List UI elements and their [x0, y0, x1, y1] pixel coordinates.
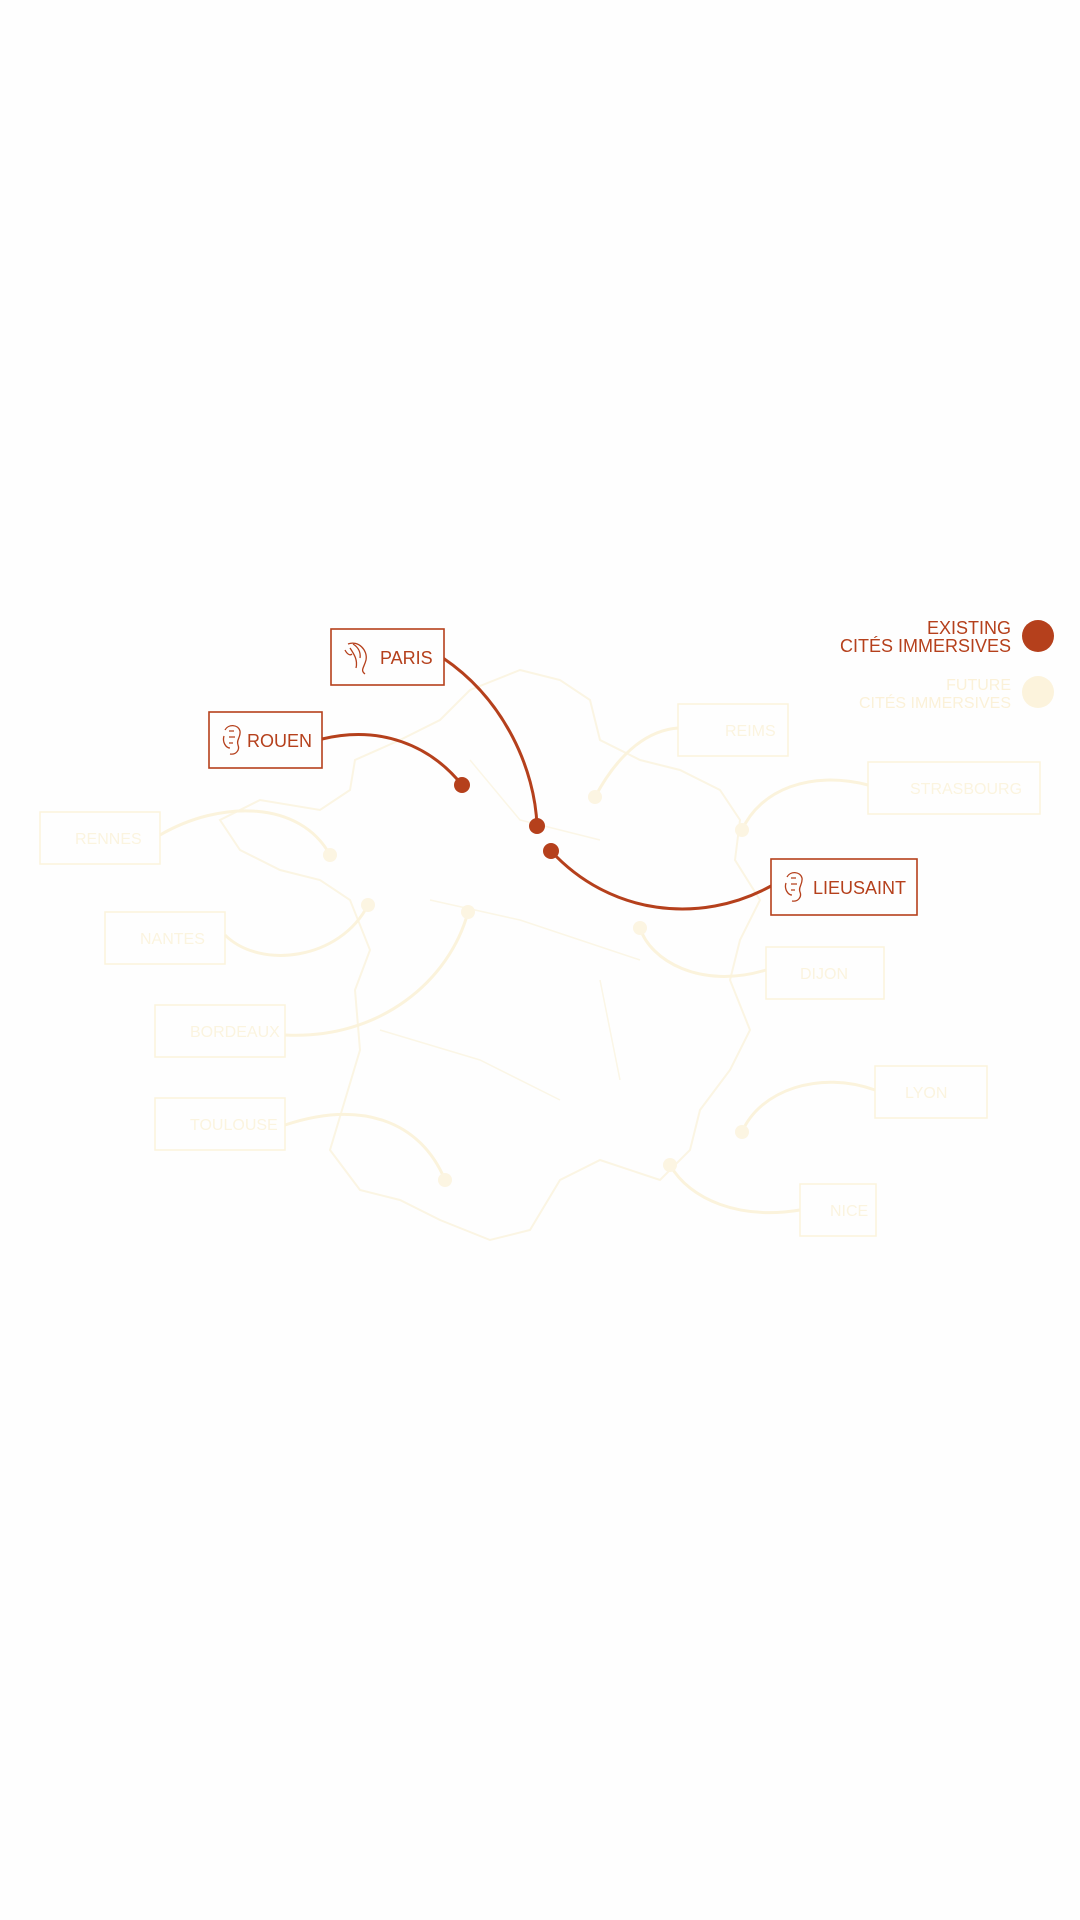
future-city-label: TOULOUSE	[190, 1117, 278, 1134]
future-city-dot	[735, 1125, 749, 1139]
future-city-dot	[323, 848, 337, 862]
future-city-labels: REIMS STRASBOURG RENNES NANTES DIJON BOR…	[75, 723, 1022, 1220]
future-connector	[159, 809, 332, 856]
future-connector	[740, 778, 869, 831]
future-city-box-nantes	[104, 911, 226, 965]
paris-connector	[442, 656, 539, 827]
future-city-label: LYON	[905, 1085, 947, 1102]
future-city-label: NICE	[830, 1203, 868, 1220]
paris-dot	[529, 818, 545, 834]
rouen-connector	[321, 733, 464, 786]
city-card-lieusaint[interactable]: LIEUSAINT	[770, 858, 918, 916]
existing-connectors	[321, 656, 772, 911]
future-city-dot	[438, 1173, 452, 1187]
future-connector	[740, 1080, 876, 1133]
future-city-boxes	[39, 703, 1041, 1237]
rouen-dot	[454, 777, 470, 793]
future-city-box-strasbourg	[867, 761, 1041, 815]
future-city-label: STRASBOURG	[910, 781, 1022, 798]
future-city-dot	[361, 898, 375, 912]
future-city-dot	[633, 921, 647, 935]
legend-existing-line1: EXISTING	[927, 618, 1011, 638]
future-city-box-rennes	[39, 811, 161, 865]
future-connector	[284, 1113, 447, 1181]
city-card-paris[interactable]: PARIS	[330, 628, 445, 686]
lion-icon	[784, 871, 803, 902]
france-outline	[218, 668, 762, 1242]
future-city-box-toulouse	[154, 1097, 286, 1151]
lieusaint-connector	[549, 849, 772, 911]
future-city-label: NANTES	[140, 931, 205, 948]
feather-icon	[344, 642, 367, 675]
future-city-label: RENNES	[75, 831, 142, 848]
lion-icon	[222, 724, 241, 755]
future-cities-layer	[159, 726, 876, 1215]
future-city-dot	[663, 1158, 677, 1172]
legend: EXISTING CITÉS IMMERSIVES FUTURE CITÉS I…	[840, 618, 1054, 712]
future-city-label: DIJON	[800, 966, 848, 983]
city-label-paris: PARIS	[380, 648, 433, 668]
future-city-label: BORDEAUX	[190, 1024, 280, 1041]
future-city-dot	[461, 905, 475, 919]
lieusaint-dot	[543, 843, 559, 859]
future-city-label: REIMS	[725, 723, 776, 740]
future-city-box-bordeaux	[154, 1004, 286, 1058]
future-connector	[638, 927, 767, 978]
legend-existing-dot	[1022, 620, 1054, 652]
city-label-rouen: ROUEN	[247, 731, 312, 751]
future-connector	[284, 911, 470, 1037]
city-card-rouen[interactable]: ROUEN	[208, 711, 323, 769]
future-connector	[593, 726, 679, 798]
future-city-dot	[588, 790, 602, 804]
city-label-lieusaint: LIEUSAINT	[813, 878, 906, 898]
existing-city-dots	[454, 777, 559, 859]
legend-future-line1: FUTURE	[946, 677, 1011, 694]
future-city-box-dijon	[765, 946, 885, 1000]
region-borders	[379, 759, 641, 1101]
future-city-dots	[323, 790, 749, 1187]
future-city-box-lyon	[874, 1065, 988, 1119]
future-connector	[223, 904, 370, 957]
legend-existing-line2: CITÉS IMMERSIVES	[840, 636, 1011, 656]
legend-future-line2: CITÉS IMMERSIVES	[859, 693, 1011, 712]
future-connector	[668, 1164, 801, 1215]
future-city-box-nice	[799, 1183, 877, 1237]
future-city-dot	[735, 823, 749, 837]
legend-future-dot	[1022, 676, 1054, 708]
future-city-box-reims	[677, 703, 789, 757]
